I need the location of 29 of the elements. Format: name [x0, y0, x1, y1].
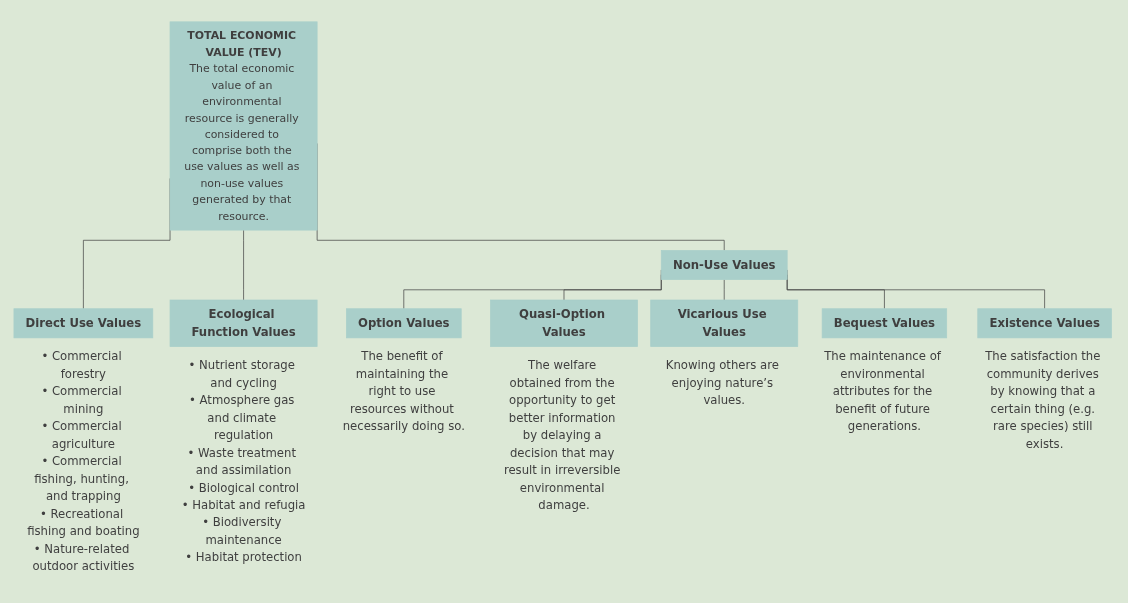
node-label: • Commercial mining — [41, 384, 122, 416]
node-label: • Waste treatment and assimilation — [187, 445, 296, 477]
node-box: Option Values — [346, 308, 462, 339]
node-box: Non-Use Values — [660, 250, 788, 280]
node-box: Quasi-Option Values — [490, 299, 638, 347]
node-label: • Atmosphere gas and climate regulation — [189, 393, 295, 443]
node-box: Vicarious Use Values — [650, 299, 799, 347]
node-label: The satisfaction the community derives by knowing that a certain thing (e.g. rare species) still exists. — [985, 349, 1101, 451]
node-label: • Recreational fishing and boating — [27, 506, 140, 539]
node-box: Direct Use Values — [13, 308, 154, 339]
node-label: • Biological control — [188, 480, 299, 495]
node-label: • Commercial agriculture — [41, 419, 122, 451]
node-box: Ecological Function Values — [169, 299, 318, 347]
node-box: Bequest Values — [821, 308, 948, 339]
node-label: • Habitat protection — [185, 550, 302, 565]
node-label: Knowing others are enjoying nature’s values. — [665, 358, 779, 408]
node-label: • Commercial fishing, hunting, and trapping — [34, 454, 129, 504]
node-box: TOTAL ECONOMIC VALUE (TEV) The total economic value of an environmental resource is generally considered to comprise both the use values as well as non-use values generated by that resource. — [169, 21, 318, 231]
node-label: The welfare obtained from the opportunity to get better information by delaying a decision that may result in irreversible environmental damage. — [503, 358, 621, 512]
node-label: • Biodiversity maintenance — [202, 515, 282, 547]
node-label: • Nature-related outdoor activities — [32, 541, 135, 574]
connector — [723, 279, 725, 301]
node-box: Existence Values — [977, 308, 1112, 339]
node-label: • Nutrient storage and cycling — [188, 358, 295, 390]
connector — [243, 229, 244, 301]
node-label: The maintenance of environmental attributes for the benefit of future generations. — [824, 349, 941, 434]
node-label: • Habitat and refugia — [181, 498, 306, 512]
node-label: The benefit of maintaining the right to use resources without necessarily doing so. — [342, 349, 465, 434]
node-label: • Commercial forestry — [41, 349, 122, 381]
